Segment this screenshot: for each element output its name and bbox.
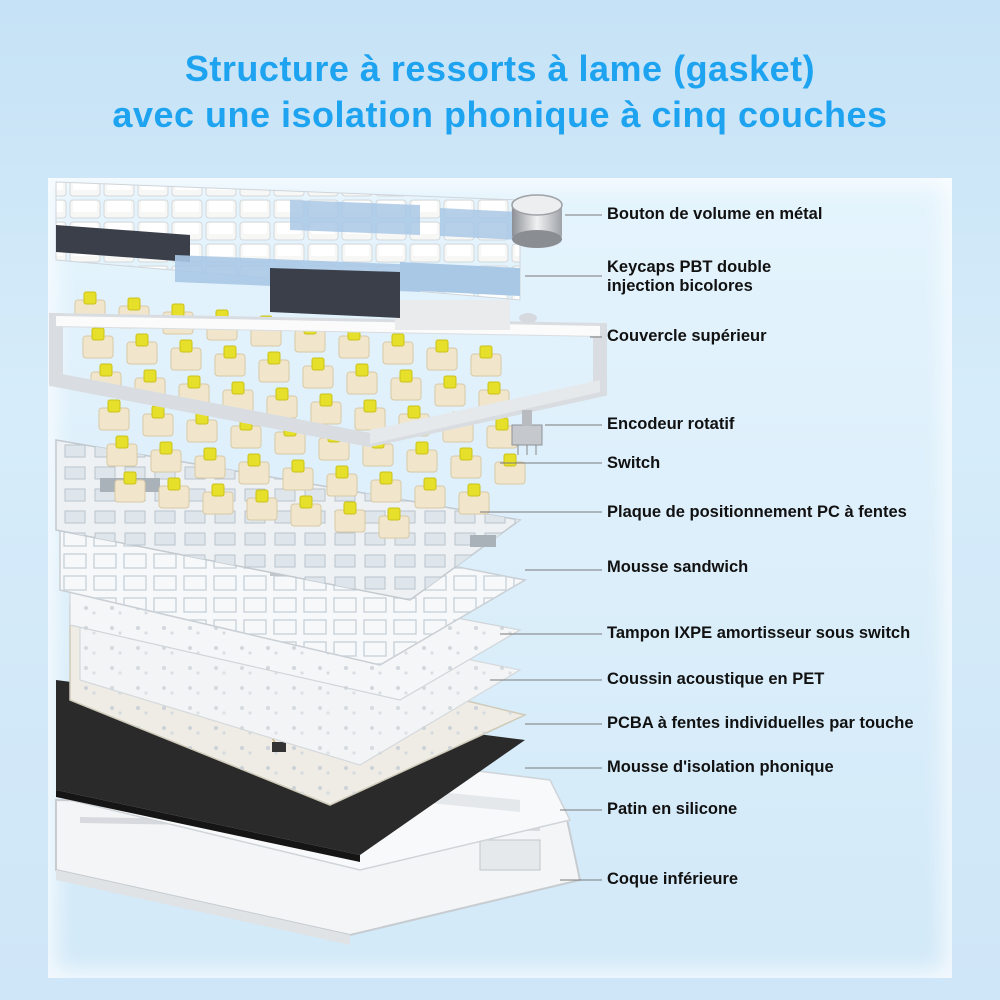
switch-stem (135, 333, 149, 347)
switch-stem (459, 447, 473, 461)
switch-stem (467, 483, 481, 497)
switch-stem (167, 477, 181, 491)
switch-stem (379, 471, 393, 485)
switch-stem (311, 357, 325, 371)
switch-stem (343, 501, 357, 515)
switch-stem (407, 405, 421, 419)
keycaps-shape (55, 181, 521, 318)
label-sandwich-foam: Mousse sandwich (607, 558, 749, 576)
label-pet-cushion: Coussin acoustique en PET (607, 670, 825, 688)
label-ixpe-pad: Tampon IXPE amortisseur sous switch (607, 624, 911, 642)
switch-stem (355, 363, 369, 377)
switch-stem (99, 363, 113, 377)
switch-stem (299, 495, 313, 509)
switch-stem (127, 297, 141, 311)
switch-stem (255, 489, 269, 503)
switch-stem (143, 369, 157, 383)
switch-stem (387, 507, 401, 521)
switch-stem (391, 333, 405, 347)
switch-stem (415, 441, 429, 455)
switch-stem (503, 453, 517, 467)
switch-stem (115, 435, 129, 449)
switch-stem (107, 399, 121, 413)
switch-stem (211, 483, 225, 497)
switch-stem (247, 453, 261, 467)
switch-stem (203, 447, 217, 461)
switch-stem (83, 291, 97, 305)
label-bottom-case: Coque inférieure (607, 870, 739, 888)
switch-stem (435, 339, 449, 353)
switch-stem (267, 351, 281, 365)
label-top-cover: Couvercle supérieur (607, 327, 767, 345)
switch-stem (187, 375, 201, 389)
switch-stem (319, 393, 333, 407)
label-volume-knob: Bouton de volume en métal (607, 205, 823, 223)
rotary-encoder-shape (511, 410, 543, 455)
switch-stem (423, 477, 437, 491)
switch-stem (171, 303, 185, 317)
switch-stem (159, 441, 173, 455)
switch-stem (495, 417, 509, 431)
switch-stem (443, 375, 457, 389)
switch-stem (123, 471, 137, 485)
label-silicone-pad: Patin en silicone (607, 800, 738, 818)
switch-stem (291, 459, 305, 473)
switch-stem (275, 387, 289, 401)
label-pcba: PCBA à fentes individuelles par touche (607, 714, 914, 732)
label-isolation-foam: Mousse d'isolation phonique (607, 758, 834, 776)
label-pc-plate: Plaque de positionnement PC à fentes (607, 503, 907, 521)
switch-stem (223, 345, 237, 359)
label-keycaps-line-1: Keycaps PBT double (607, 258, 772, 276)
top-cover-shape (49, 300, 607, 448)
label-rotary-encoder: Encodeur rotatif (607, 415, 735, 433)
switch-stem (335, 465, 349, 479)
label-keycaps-line-2: injection bicolores (607, 277, 753, 295)
title-line-2: avec une isolation phonique à cinq couch… (112, 94, 888, 135)
switch-stem (363, 399, 377, 413)
title-line-1: Structure à ressorts à lame (gasket) (184, 48, 816, 89)
switch-stem (479, 345, 493, 359)
switches-shape (74, 291, 526, 539)
switch-stem (231, 381, 245, 395)
switch-stem (399, 369, 413, 383)
leader-lines (480, 214, 602, 881)
volume-knob-shape (511, 194, 563, 248)
switch-stem (179, 339, 193, 353)
switch-stem (487, 381, 501, 395)
switch-stem (91, 327, 105, 341)
label-switch: Switch (607, 454, 661, 472)
switch-stem (151, 405, 165, 419)
